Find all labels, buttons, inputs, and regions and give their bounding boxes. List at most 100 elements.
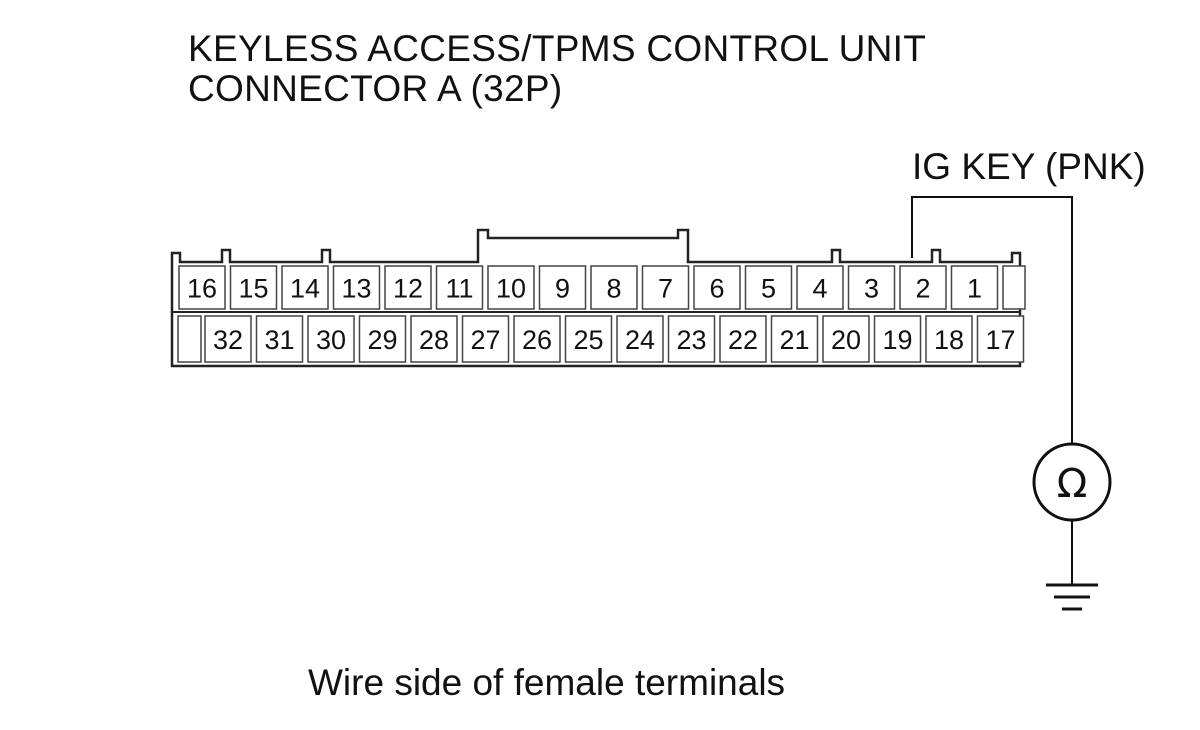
terminal-number: 19: [882, 325, 912, 355]
terminal-cavity: [410, 315, 458, 363]
terminal-20: 20: [822, 315, 870, 363]
terminal-number: 27: [470, 325, 500, 355]
terminal-number: 10: [496, 274, 526, 304]
terminal-9: 9: [538, 265, 587, 310]
terminal-cavity: [899, 265, 947, 310]
terminal-number: 6: [709, 274, 724, 304]
terminal-4: 4: [796, 265, 844, 310]
terminal-cavity: [307, 315, 355, 363]
terminal-cavity: [693, 265, 741, 310]
terminal-number: 28: [419, 325, 449, 355]
terminal-31: 31: [255, 315, 304, 363]
terminal-number: 25: [573, 325, 603, 355]
terminal-number: 29: [367, 325, 397, 355]
terminal-24: 24: [616, 315, 664, 363]
terminal-number: 2: [915, 274, 930, 304]
terminal-cavity: [616, 315, 664, 363]
terminal-10: 10: [487, 265, 535, 310]
terminal-28: 28: [410, 315, 458, 363]
terminal-5: 5: [744, 265, 793, 310]
terminal-12: 12: [384, 265, 432, 310]
terminal-number: 32: [213, 325, 243, 355]
terminal-number: 8: [606, 274, 621, 304]
terminal-29: 29: [358, 315, 407, 363]
terminal-number: 17: [985, 325, 1015, 355]
title-line-1: KEYLESS ACCESS/TPMS CONTROL UNIT: [188, 28, 927, 69]
terminal-17: 17: [976, 315, 1025, 363]
terminal-number: 20: [831, 325, 861, 355]
terminal-number: 18: [934, 325, 964, 355]
terminal-number: 13: [341, 274, 371, 304]
ground-icon: [1046, 583, 1098, 611]
terminal-cavity: [435, 265, 484, 310]
terminal-number: 5: [761, 274, 776, 304]
ohmmeter-icon: Ω: [1032, 442, 1112, 522]
terminal-number: 11: [445, 274, 473, 304]
terminal-number: 24: [625, 325, 655, 355]
terminal-26: 26: [513, 315, 561, 363]
terminal-number: 9: [555, 274, 570, 304]
terminal-22: 22: [719, 315, 767, 363]
terminal-number: 12: [393, 274, 423, 304]
terminal-11: 11: [435, 265, 484, 310]
test-wire: [911, 196, 1073, 585]
terminal-19: 19: [873, 315, 922, 363]
terminal-23: 23: [667, 315, 716, 363]
terminal-cavity: [178, 265, 226, 310]
terminal-cavity: [950, 265, 999, 310]
terminal-14: 14: [281, 265, 329, 310]
ohm-symbol: Ω: [1057, 461, 1088, 507]
terminal-cavity: [538, 265, 587, 310]
terminal-number: 14: [290, 274, 320, 304]
terminal-number: 26: [522, 325, 552, 355]
terminal-cavity: [590, 265, 638, 310]
terminal-7: 7: [641, 265, 690, 310]
terminal-cavity: [255, 315, 304, 363]
terminal-21: 21: [770, 315, 819, 363]
terminal-cavity: [744, 265, 793, 310]
terminal-1: 1: [950, 265, 999, 310]
terminal-6: 6: [693, 265, 741, 310]
terminal-number: 15: [238, 274, 268, 304]
terminal-15: 15: [229, 265, 278, 310]
terminal-number: 30: [316, 325, 346, 355]
terminal-cavity: [332, 265, 381, 310]
terminal-cavity: [770, 315, 819, 363]
terminal-cavity: [796, 265, 844, 310]
empty-cavity: [177, 315, 202, 363]
terminal-number: 31: [264, 325, 294, 355]
diagram-caption: Wire side of female terminals: [308, 662, 786, 703]
terminal-cavity: [487, 265, 535, 310]
terminal-cavity: [925, 315, 973, 363]
terminal-27: 27: [461, 315, 510, 363]
terminal-number: 4: [812, 274, 827, 304]
terminal-32: 32: [204, 315, 252, 363]
terminal-cavity: [719, 315, 767, 363]
terminal-cavity: [667, 315, 716, 363]
terminal-25: 25: [564, 315, 613, 363]
terminal-cavity: [461, 315, 510, 363]
terminal-30: 30: [307, 315, 355, 363]
wire-label: IG KEY (PNK): [912, 146, 1146, 187]
terminal-cavity: [281, 265, 329, 310]
terminal-cavity: [229, 265, 278, 310]
empty-cavity: [1002, 265, 1026, 310]
terminal-cavity: [384, 265, 432, 310]
terminal-13: 13: [332, 265, 381, 310]
terminal-number: 23: [676, 325, 706, 355]
terminal-2: 2: [899, 265, 947, 310]
terminal-cavity: [641, 265, 690, 310]
terminal-18: 18: [925, 315, 973, 363]
terminal-number: 16: [187, 274, 217, 304]
terminal-number: 22: [728, 325, 758, 355]
terminal-number: 1: [967, 274, 982, 304]
terminal-cavity: [873, 315, 922, 363]
terminal-number: 3: [864, 274, 879, 304]
bottom-row-cells: 32 31 30 29 28 27 26 25 24 23 22 21 20 19 18 17: [177, 315, 1025, 363]
terminal-cavity: [513, 315, 561, 363]
terminal-8: 8: [590, 265, 638, 310]
terminal-16: 16: [178, 265, 226, 310]
terminal-cavity: [976, 315, 1025, 363]
